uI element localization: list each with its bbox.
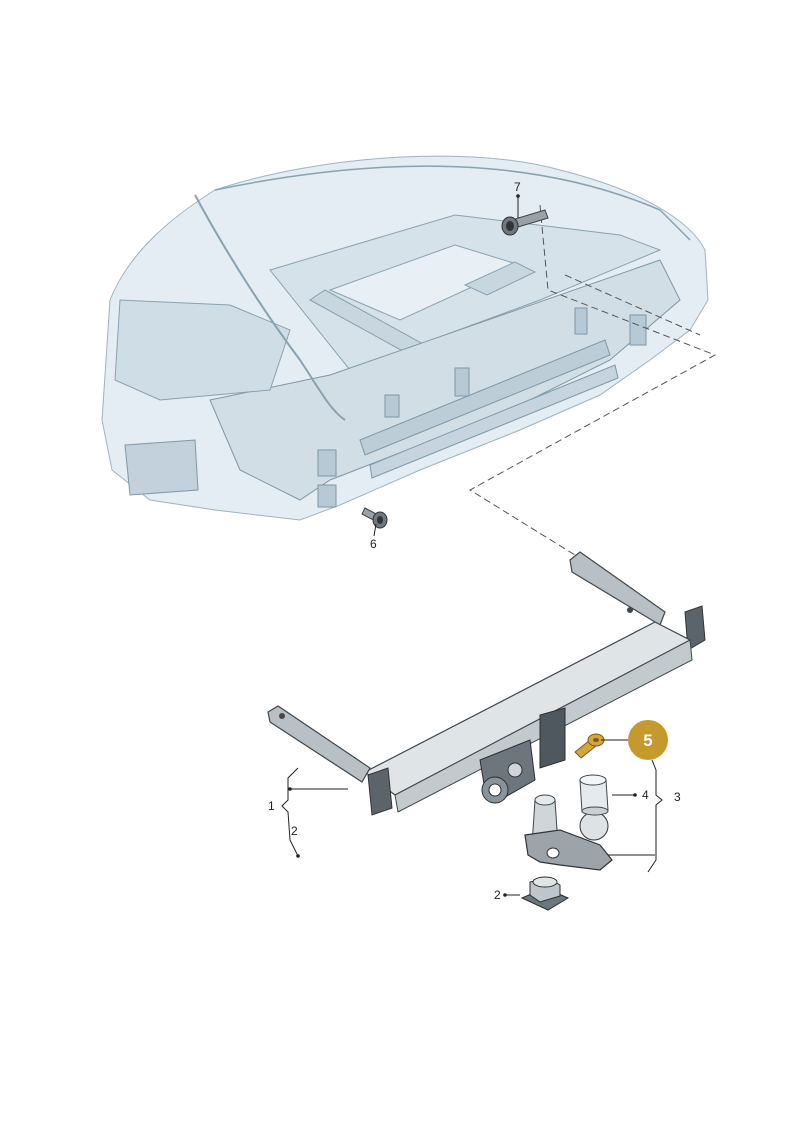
right-bracket-arm [569,551,666,626]
plate-bolt-hole-2 [279,713,285,719]
lock-key [574,733,605,759]
callout-label-3: 3 [674,790,681,804]
plate-bolt-hole-1 [627,607,633,613]
callout-label-7: 7 [514,180,521,194]
ball-neck-assembly [524,794,613,871]
callout-label-4: 4 [642,788,649,802]
neck-hole [546,847,560,859]
bumper-bar-lower [369,364,619,479]
slot-3 [629,314,647,346]
ball-cap [579,774,609,816]
body-edge-line [194,194,346,421]
right-end-plate [684,605,706,651]
vehicle-rear-body [101,155,709,521]
bolt-7 [501,209,549,236]
center-socket-block [539,707,566,769]
slot-2 [317,484,337,508]
slot-1 [317,449,337,477]
socket-cover [520,876,570,911]
bumper-bar-upper [359,339,611,456]
roof-edge-line [214,165,691,241]
leader-6 [373,523,377,537]
tow-ball [579,811,609,841]
neck-body [524,829,613,871]
left-lamp-recess [124,439,199,496]
left-brace [281,767,299,857]
tow-hitch-crossbar [267,551,706,816]
mount-plate [463,261,537,296]
left-lamp [114,299,291,401]
callout-label-6: 6 [370,537,377,551]
callout-5-circle[interactable] [628,720,668,760]
dash-line-bolt-7 [469,204,717,556]
slot-4 [384,394,400,418]
leader-dots [288,194,637,897]
dash-line-rear [564,274,701,336]
callout-label-2-upper: 2 [291,824,298,838]
mount-hole [507,762,523,778]
callout-label-1: 1 [268,799,275,813]
leader-lines [281,196,663,896]
left-end-plate [367,767,393,816]
right-brace [647,759,663,873]
callout-5-highlight[interactable]: 5 [628,720,668,760]
bolt-6 [361,507,388,529]
callout-label-2-lower: 2 [494,888,501,902]
slot-5 [454,367,470,397]
callout-label-5: 5 [643,731,652,750]
slot-6 [574,307,588,335]
assembly-lines [469,204,717,556]
left-bracket-arm [267,705,371,783]
